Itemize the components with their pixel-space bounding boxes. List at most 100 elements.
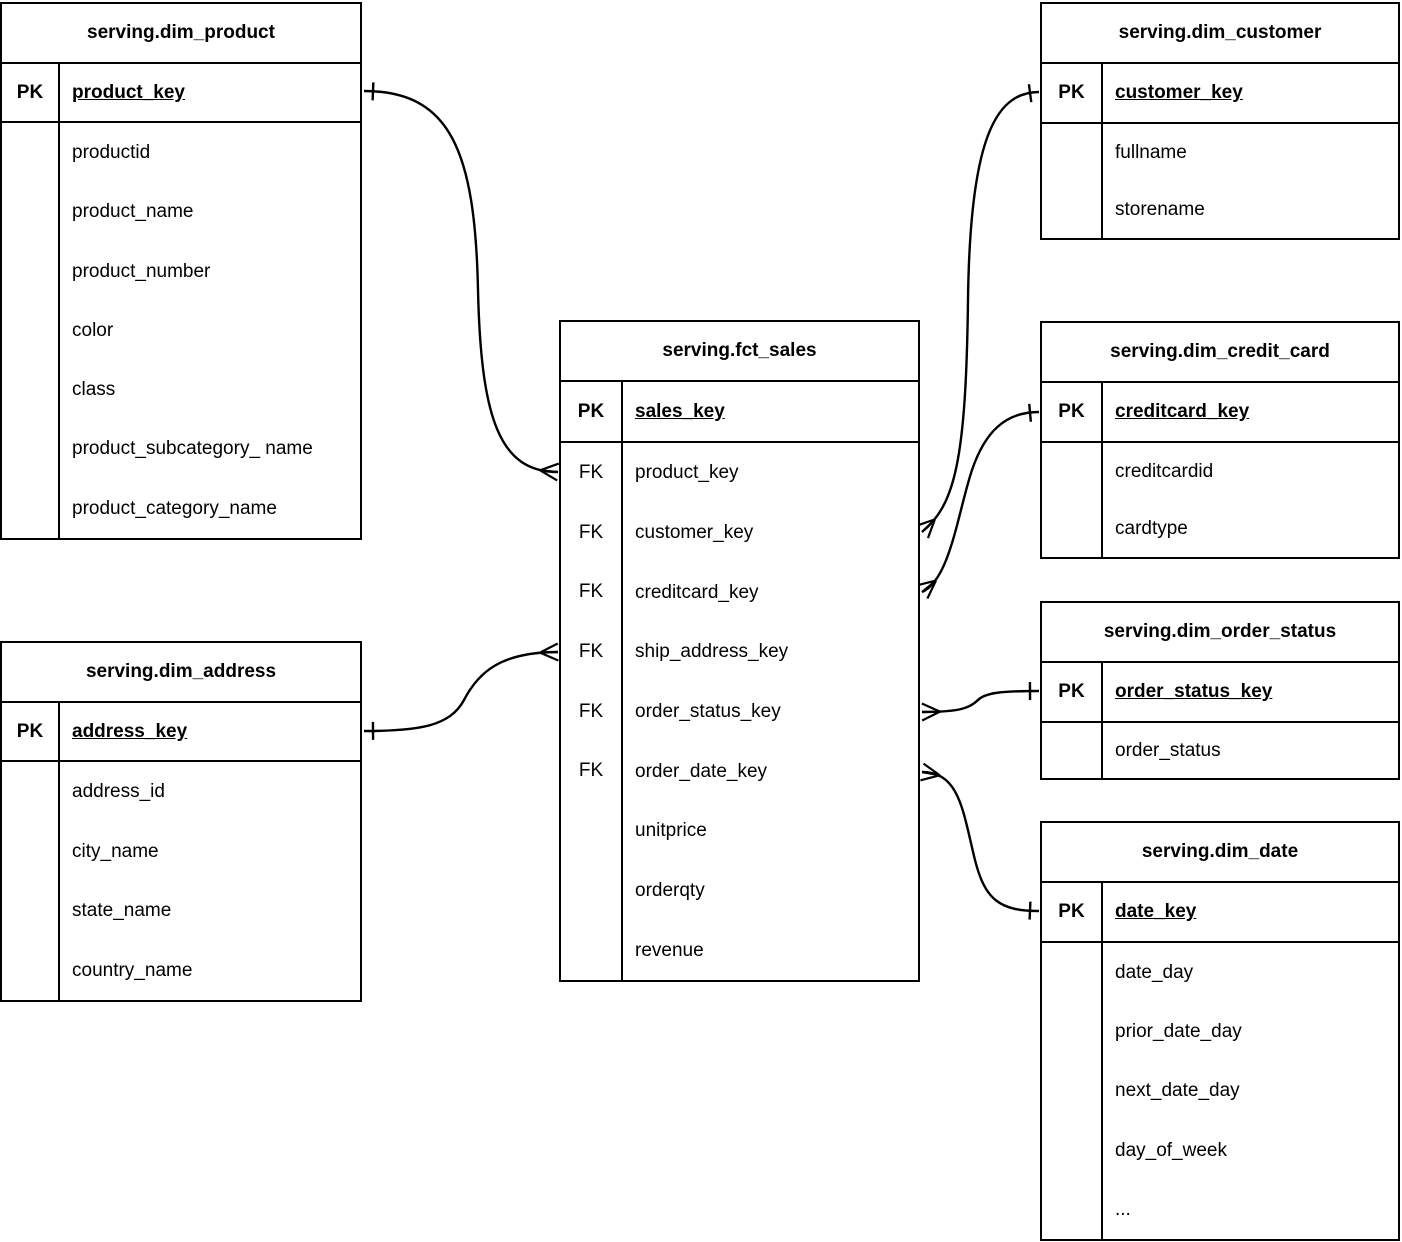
relationship-rel-product-sales <box>363 82 560 482</box>
pk-field-dim_date: date_key <box>1115 901 1197 923</box>
attribute-row[interactable]: city_name <box>2 821 360 881</box>
key-spacer <box>2 881 60 941</box>
attribute-row[interactable]: revenue <box>561 920 918 981</box>
attribute-row[interactable]: ... <box>1042 1179 1398 1240</box>
relationship-line <box>363 89 559 474</box>
entity-title-fct_sales: serving.fct_sales <box>561 322 918 382</box>
key-spacer <box>1042 1179 1103 1240</box>
attribute-row[interactable]: class <box>2 360 360 420</box>
attribute-row[interactable]: productid <box>2 123 360 183</box>
fk-badge: FK <box>561 562 623 623</box>
attribute-row[interactable]: address_id <box>2 762 360 822</box>
relationship-rel-creditcard-sales <box>916 403 1040 600</box>
pk-badge-dim_order_status: PK <box>1042 663 1103 721</box>
attribute-row[interactable]: product_number <box>2 241 360 301</box>
attribute-name: creditcardid <box>1115 460 1214 482</box>
key-spacer <box>2 419 60 479</box>
attribute-name: state_name <box>72 900 172 922</box>
pk-field-fct_sales: sales_key <box>635 400 725 422</box>
attribute-row[interactable]: creditcardid <box>1042 443 1398 500</box>
entity-pk-row-fct_sales[interactable]: PK sales_key <box>561 382 918 443</box>
attribute-row[interactable]: cardtype <box>1042 500 1398 557</box>
attribute-row[interactable]: storename <box>1042 181 1398 238</box>
key-spacer <box>2 123 60 183</box>
cardinality-one-tick <box>371 82 375 101</box>
attribute-row[interactable]: day_of_week <box>1042 1120 1398 1180</box>
key-spacer <box>2 478 60 538</box>
key-spacer <box>561 860 623 921</box>
fk-badge: FK <box>561 741 623 802</box>
entity-title-dim_product: serving.dim_product <box>2 4 360 64</box>
attribute-name: color <box>72 319 114 341</box>
entity-attributes-dim_credit_card: creditcardid cardtype <box>1042 443 1398 557</box>
key-spacer <box>1042 500 1103 557</box>
crows-foot-prong-0 <box>921 518 936 533</box>
attribute-row[interactable]: country_name <box>2 940 360 1000</box>
relationship-line <box>921 689 1040 714</box>
attribute-name: order_status <box>1115 739 1221 761</box>
entity-attributes-dim_address: address_id city_name state_name country_nam… <box>2 762 360 1000</box>
attribute-name: address_id <box>72 781 165 803</box>
attribute-row[interactable]: date_day <box>1042 943 1398 1003</box>
crows-foot-prong-2 <box>539 462 560 472</box>
pk-badge-dim_product: PK <box>2 64 60 121</box>
attribute-row[interactable]: orderqty <box>561 860 918 921</box>
key-spacer <box>561 801 623 861</box>
cardinality-one-tick <box>1028 403 1033 422</box>
attribute-row[interactable]: product_subcategory_ name <box>2 419 360 479</box>
pk-field-dim_credit_card: creditcard_key <box>1115 401 1250 423</box>
relationship-rel-address-sales <box>363 642 559 740</box>
attribute-name: unitprice <box>635 820 707 842</box>
attribute-row[interactable]: state_name <box>2 881 360 941</box>
attribute-row[interactable]: product_name <box>2 182 360 242</box>
relationship-rel-orderstatus-sales <box>921 682 1040 722</box>
relationship-line <box>921 90 1040 533</box>
attribute-row[interactable]: fullname <box>1042 124 1398 181</box>
pk-badge-dim_customer: PK <box>1042 64 1103 122</box>
attribute-row[interactable]: color <box>2 300 360 361</box>
attribute-row[interactable]: product_category_name <box>2 478 360 538</box>
attribute-name: ... <box>1115 1198 1131 1220</box>
relationship-rel-date-sales <box>920 762 1040 920</box>
crows-foot-prong-0 <box>539 650 559 654</box>
attribute-name: productid <box>72 142 151 163</box>
attribute-row[interactable]: prior_date_day <box>1042 1002 1398 1062</box>
cardinality-one-tick <box>1027 84 1033 103</box>
key-spacer <box>1042 181 1103 238</box>
pk-badge-fct_sales: PK <box>561 382 623 441</box>
attribute-name: product_number <box>72 260 211 282</box>
cardinality-one-tick <box>1028 901 1032 920</box>
crows-foot-prong-0 <box>539 469 559 474</box>
pk-field-dim_address: address_key <box>72 720 188 742</box>
crows-foot-prong-1 <box>539 469 558 482</box>
crows-foot-prong-1 <box>922 762 941 777</box>
fk-badge: FK <box>561 443 623 503</box>
key-spacer <box>2 241 60 301</box>
attribute-name: ship_address_key <box>635 641 789 663</box>
attribute-row[interactable]: next_date_day <box>1042 1061 1398 1121</box>
attribute-row[interactable]: unitprice <box>561 801 918 861</box>
attribute-row[interactable]: order_status <box>1042 723 1398 778</box>
key-spacer <box>2 821 60 881</box>
